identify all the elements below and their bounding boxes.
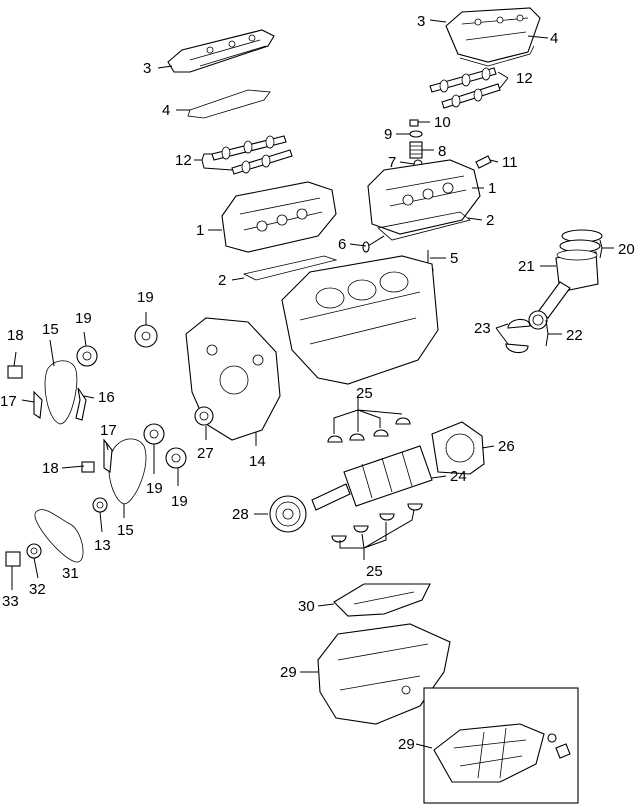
callout-17-mid: 17 [100,422,117,439]
callout-24: 24 [450,468,467,485]
callout-16: 16 [98,389,115,406]
chain-tensioner-18-mid [81,461,95,473]
callout-21: 21 [518,258,535,275]
callout-29-pan: 29 [280,664,297,681]
valve-spring [409,141,423,159]
callout-10: 10 [434,114,451,131]
callout-31: 31 [62,565,79,582]
callout-19-right: 19 [171,493,188,510]
chain-guide-17-left [33,390,43,419]
crank-sprocket [26,543,42,559]
callout-14: 14 [249,453,266,470]
callout-25-bottom: 25 [366,563,383,580]
crank-pulley [269,495,307,533]
callout-27: 27 [197,445,214,462]
camshaft-right-lower [441,83,501,109]
valve-cover-left [167,29,275,73]
chain-guide-17-mid [103,438,113,473]
callout-20: 20 [618,241,635,258]
front-crank-seal [194,406,214,426]
callout-17-left: 17 [0,393,17,410]
callout-22: 22 [566,327,583,344]
valve-cover-gasket-right [459,45,535,67]
callout-2-right: 2 [486,212,494,229]
oil-pan-inset [423,687,579,804]
callout-25-top: 25 [356,385,373,402]
valve-retainer [409,130,423,138]
valve-key [409,119,419,127]
callout-2-left: 2 [218,272,226,289]
valve-cover-right [445,7,541,63]
callout-labels: 3 3 4 4 12 12 10 9 8 7 11 1 2 1 6 20 5 2… [0,13,635,753]
camshaft-left-upper [211,135,287,161]
main-bearings-upper [327,417,411,443]
callout-19-top: 19 [137,289,154,306]
cam-phaser-mid [143,423,165,445]
callout-7: 7 [388,154,396,171]
cam-phaser-top [134,324,158,348]
connecting-rod [528,281,571,330]
primary-timing-chain [34,509,84,563]
callout-18-top: 18 [7,327,24,344]
chain-guide-16 [75,387,87,421]
spark-plug-tube [475,155,492,169]
callout-30: 30 [298,598,315,615]
timing-chain-left [44,360,78,425]
callout-13: 13 [94,537,111,554]
camshaft-right-upper [429,67,497,93]
callout-33: 33 [2,593,19,610]
piston-rings [559,229,603,253]
crankshaft [311,445,433,511]
cylinder-head-left [221,181,337,253]
windage-tray [333,583,431,617]
cam-phaser-right [165,447,187,469]
piston [555,249,599,293]
callout-5: 5 [450,250,458,267]
idler-sprocket-13 [92,497,108,513]
callout-11: 11 [502,154,518,171]
callout-6: 6 [338,236,346,253]
exhaust-valve [362,235,385,253]
callout-19-left: 19 [75,310,92,327]
callout-29-inset: 29 [398,736,415,753]
chain-tensioner-18-top [7,365,23,379]
head-gasket-right [377,211,471,241]
cylinder-head-right [367,159,481,235]
callout-32: 32 [29,581,46,598]
callout-4-left: 4 [162,102,170,119]
callout-1-left: 1 [196,222,204,239]
callout-1-right: 1 [488,180,496,197]
timing-chain-middle [108,438,147,505]
callout-28: 28 [232,506,249,523]
callout-18-mid: 18 [42,460,59,477]
callout-19-mid: 19 [146,480,163,497]
engine-block [281,255,439,385]
callout-23: 23 [474,320,491,337]
primary-tensioner [5,551,21,567]
callout-3-left: 3 [143,60,151,77]
cam-phaser-left [76,345,98,367]
callout-26: 26 [498,438,515,455]
callout-4-right: 4 [550,30,558,47]
callout-3-right: 3 [417,13,425,30]
leader-lines [11,19,614,749]
main-bearings-lower [331,503,423,543]
callout-12-right: 12 [516,70,533,87]
rear-main-seal [431,421,485,475]
callout-15-mid: 15 [117,522,134,539]
callout-9: 9 [384,126,392,143]
rod-bearing-lower [505,343,529,354]
camshaft-left-lower [231,149,293,175]
callout-12-left: 12 [175,152,192,169]
rod-bearing-upper [507,318,531,329]
callout-15-left: 15 [42,321,59,338]
head-gasket-left [242,255,338,281]
callout-8: 8 [438,143,446,160]
valve-cover-gasket-left [187,89,271,119]
